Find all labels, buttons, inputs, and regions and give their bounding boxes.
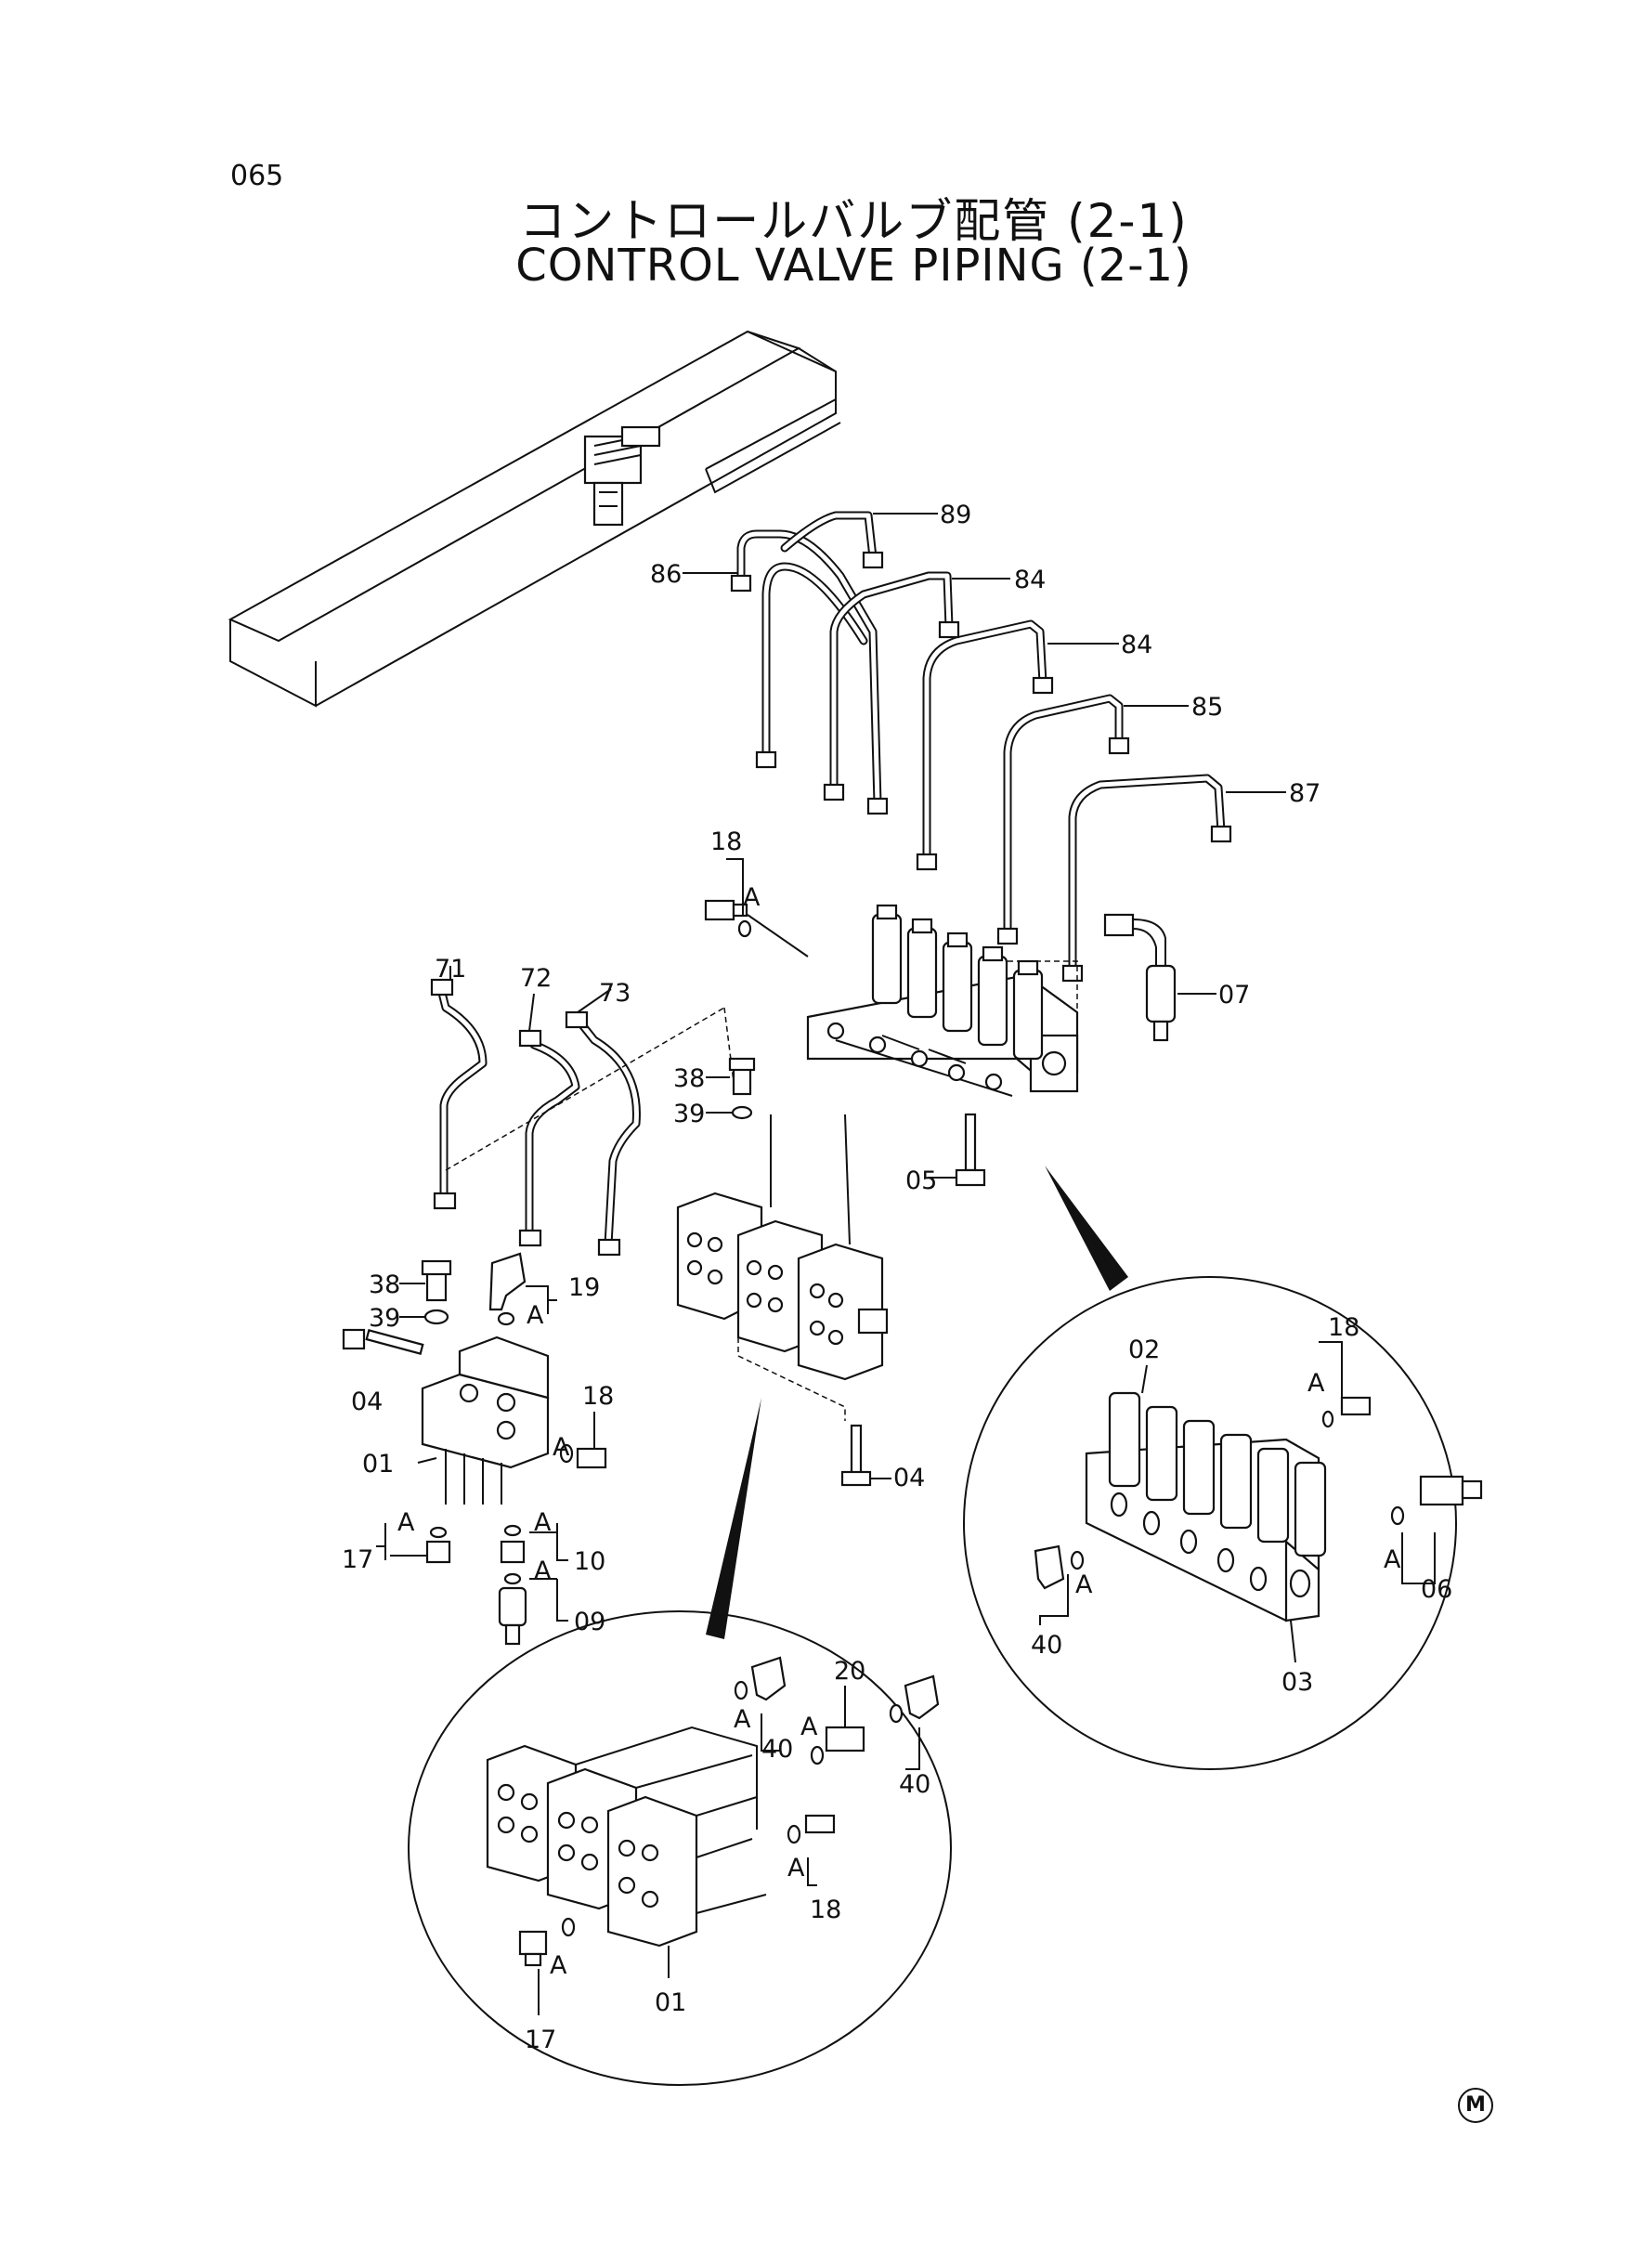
page-number: 065 [230,160,284,192]
detail-circle-bottom [408,1610,952,2086]
left-pipe-set [430,966,735,1257]
label-73: 73 [599,979,631,1008]
label-09: 09 [574,1608,605,1636]
label-19: 19 [568,1273,600,1302]
label-01b: 01 [655,1988,686,2017]
label-18b: 18 [582,1382,614,1411]
label-20: 20 [834,1657,865,1686]
label-A11: A [800,1713,818,1741]
label-A2: A [527,1301,544,1330]
label-04b: 04 [893,1464,925,1492]
solenoid-valve-block-upper [806,904,1079,1097]
label-01a: 01 [362,1450,394,1479]
label-87: 87 [1289,779,1320,808]
label-84b: 84 [1121,631,1152,659]
label-39b: 39 [369,1304,400,1333]
label-18d: 18 [810,1896,841,1924]
label-02: 02 [1128,1335,1160,1364]
bolt-04-center [840,1424,891,1487]
label-17b: 17 [525,2026,556,2054]
label-38b: 38 [369,1270,400,1299]
label-38a: 38 [673,1064,705,1093]
label-40b: 40 [761,1735,793,1764]
detail-circle-right [963,1276,1483,1770]
page-title-japanese: コントロールバルブ配管 (2-1) [519,194,1189,248]
valve-assembly-thumbnail [583,425,661,527]
page-title-english: CONTROL VALVE PIPING (2-1) [515,240,1192,292]
label-A7: A [1307,1369,1325,1398]
label-A1: A [743,883,761,912]
label-17a: 17 [342,1545,373,1574]
fitting-38-39-center [706,1057,756,1120]
label-39a: 39 [673,1100,705,1128]
detail-pointer-left [706,1398,761,1639]
pipe-nuts [730,551,1232,983]
label-A5: A [534,1508,552,1537]
solenoid-stack [871,904,1044,1061]
label-40c: 40 [899,1770,930,1799]
label-07: 07 [1218,981,1250,1010]
bolt-05 [929,1113,986,1187]
label-18c: 18 [1328,1313,1359,1342]
machine-frame [228,330,841,708]
label-A10: A [734,1705,751,1734]
magnified-solenoids [1108,1391,1327,1557]
upper-pipe-set [683,511,1286,983]
label-72: 72 [520,964,552,993]
label-10: 10 [574,1547,605,1576]
label-40a: 40 [1031,1631,1062,1660]
label-89: 89 [940,501,971,529]
circled-m-mark: M [1458,2088,1493,2123]
label-84a: 84 [1014,566,1046,594]
label-A4: A [397,1508,415,1537]
label-05: 05 [905,1166,937,1195]
label-A3: A [553,1433,570,1462]
label-71: 71 [435,955,466,984]
control-valve-center [676,1114,889,1421]
label-04a: 04 [351,1388,383,1416]
pressure-switch-07 [1103,913,1216,1042]
valve-block-left [342,1252,607,1646]
label-06: 06 [1421,1575,1452,1604]
label-A9: A [1075,1570,1093,1599]
label-86: 86 [650,560,682,589]
detail-pointer-right [1045,1166,1128,1291]
label-85: 85 [1191,693,1223,722]
fitting-18-upper [704,858,809,958]
label-18a: 18 [710,827,742,856]
label-03: 03 [1281,1668,1313,1697]
label-A6: A [534,1557,552,1585]
label-A12: A [787,1854,805,1883]
callout-labels: 89 86 84 84 85 87 18 A 07 71 72 73 38 39… [342,501,1452,2054]
label-A8: A [1384,1545,1401,1574]
label-A13: A [550,1951,567,1980]
